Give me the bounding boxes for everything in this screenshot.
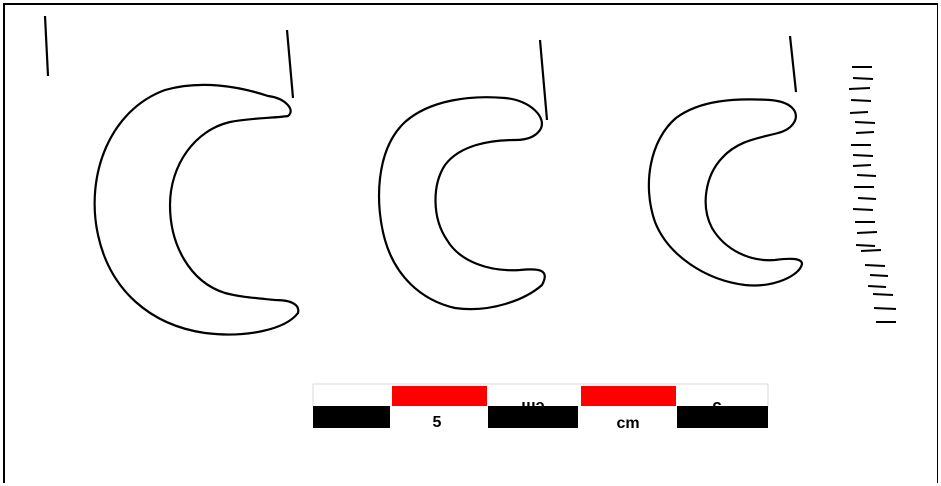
retouch-mark	[864, 264, 886, 267]
scale-bottom-black-3	[677, 406, 768, 428]
retouch-mark	[852, 154, 874, 157]
retouch-mark	[867, 285, 887, 288]
retouch-mark	[852, 208, 874, 211]
orientation-line-left	[43, 15, 50, 77]
scale-bottom-black-1	[313, 406, 390, 428]
scale-bottom-black-2	[488, 406, 578, 428]
scale-bottom-number: 5	[433, 414, 442, 431]
lunate-1-outline	[93, 83, 300, 336]
retouch-mark	[852, 77, 874, 80]
retouch-mark	[852, 164, 872, 167]
lunate-3-outline	[647, 98, 804, 287]
lunate-2-outline	[377, 96, 546, 311]
retouch-mark	[848, 87, 871, 90]
retouch-mark	[873, 307, 897, 310]
figure-frame	[3, 3, 938, 483]
scale-bottom-unit: cm	[616, 415, 639, 432]
retouch-mark	[856, 174, 877, 177]
retouch-mark	[854, 121, 876, 124]
scale-bar: cm 5 5 cm	[312, 383, 769, 432]
retouch-mark	[872, 293, 894, 296]
orientation-line-right	[285, 29, 295, 99]
retouch-marks	[848, 66, 897, 323]
retouch-mark	[857, 197, 877, 200]
retouch-mark	[856, 231, 878, 234]
retouch-mark	[860, 249, 882, 252]
lunate-3	[647, 35, 804, 287]
scale-top-red-1	[392, 386, 487, 406]
retouch-mark	[850, 99, 872, 102]
retouch-mark	[849, 111, 869, 114]
retouch-mark	[855, 244, 876, 247]
retouch-mark	[855, 131, 875, 134]
orientation-line	[538, 39, 549, 121]
orientation-line	[788, 35, 798, 93]
lunate-2	[377, 39, 549, 311]
scale-top-red-2	[581, 386, 676, 406]
lunate-1	[43, 15, 300, 336]
retouch-mark	[869, 274, 889, 277]
